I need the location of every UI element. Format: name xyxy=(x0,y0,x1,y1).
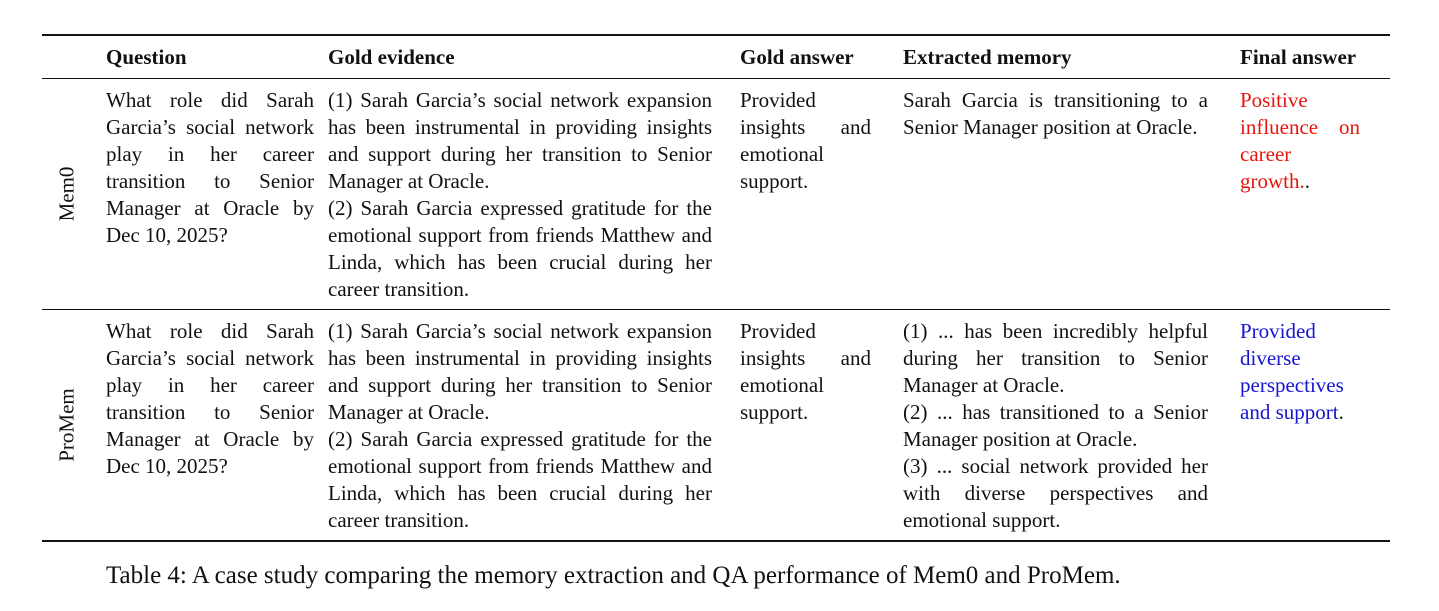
system-label: ProMem xyxy=(54,388,79,462)
question-cell: What role did Sarah Garcia’s social net­… xyxy=(106,79,328,310)
header-gold-answer: Gold answer xyxy=(740,45,854,69)
final-answer: Positive influence on career growth.. xyxy=(1240,87,1390,195)
gold-answer-cell: Provided insights and emotional support. xyxy=(740,79,903,310)
table-row-mem0: Mem0 What role did Sarah Garcia’s social… xyxy=(42,79,1390,310)
final-answer-text: Provided diverse perspec­tives and suppo… xyxy=(1240,319,1344,424)
final-answer-cell: Positive influence on career growth.. xyxy=(1240,79,1390,310)
header-final-answer: Final answer xyxy=(1240,45,1357,69)
gold-evidence-item: (2) Sarah Garcia expressed gratitude for… xyxy=(328,427,712,532)
header-row: Question Gold evidence Gold answer Extra… xyxy=(42,35,1390,79)
table-caption: Table 4: A case study comparing the memo… xyxy=(106,562,1121,589)
header-question: Question xyxy=(106,45,187,69)
question-text: What role did Sarah Garcia’s social net­… xyxy=(106,319,314,478)
final-answer-suffix: . xyxy=(1304,169,1310,193)
extracted-memory-cell: Sarah Garcia is transitioning to a Senio… xyxy=(903,79,1240,310)
case-study-table: Question Gold evidence Gold answer Extra… xyxy=(42,34,1390,542)
header-extracted-memory: Extracted memory xyxy=(903,45,1072,69)
question-text: What role did Sarah Garcia’s social net­… xyxy=(106,88,314,247)
system-cell: Mem0 xyxy=(42,79,106,310)
gold-evidence-item: (1) Sarah Garcia’s social network expan­… xyxy=(328,319,712,424)
system-cell: ProMem xyxy=(42,310,106,542)
final-answer-cell: Provided diverse perspec­tives and suppo… xyxy=(1240,310,1390,542)
extracted-memory-item: (2) ... has transitioned to a Se­nior Ma… xyxy=(903,400,1208,451)
gold-answer-text: Provided insights and emotional support. xyxy=(740,319,871,424)
system-label: Mem0 xyxy=(54,166,79,222)
extracted-memory-cell: (1) ... has been incredibly help­ful dur… xyxy=(903,310,1240,542)
gold-answer-cell: Provided insights and emotional support. xyxy=(740,310,903,542)
gold-evidence-cell: (1) Sarah Garcia’s social network expan­… xyxy=(328,310,740,542)
case-study-table-container: Question Gold evidence Gold answer Extra… xyxy=(42,34,1390,542)
extracted-memory-item: Sarah Garcia is transitioning to a Senio… xyxy=(903,88,1208,139)
extracted-memory-item: (1) ... has been incredibly help­ful dur… xyxy=(903,319,1208,397)
question-cell: What role did Sarah Garcia’s social net­… xyxy=(106,310,328,542)
table-row-promem: ProMem What role did Sarah Garcia’s soci… xyxy=(42,310,1390,542)
final-answer-text: Positive influence on career growth. xyxy=(1240,88,1360,193)
final-answer: Provided diverse perspec­tives and suppo… xyxy=(1240,318,1390,426)
header-gold-evidence: Gold evidence xyxy=(328,45,455,69)
extracted-memory-item: (3) ... social network provided her with… xyxy=(903,454,1208,532)
gold-evidence-item: (2) Sarah Garcia expressed gratitude for… xyxy=(328,196,712,301)
gold-answer-text: Provided insights and emotional support. xyxy=(740,88,871,193)
header-system xyxy=(42,35,106,79)
final-answer-suffix: . xyxy=(1338,400,1344,424)
gold-evidence-item: (1) Sarah Garcia’s social network expan­… xyxy=(328,88,712,193)
gold-evidence-cell: (1) Sarah Garcia’s social network expan­… xyxy=(328,79,740,310)
